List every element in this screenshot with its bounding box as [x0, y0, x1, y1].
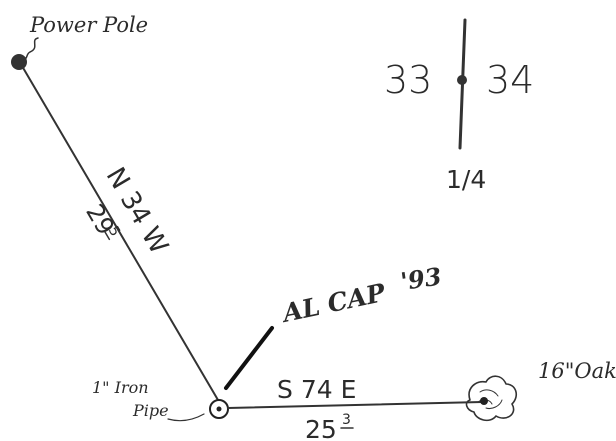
al-cap-annotation: AL CAP '93	[224, 262, 443, 390]
distance-se-label: 25	[305, 415, 337, 441]
pipe-label: Pipe	[132, 401, 169, 420]
al-cap-label: AL CAP	[278, 278, 389, 329]
section-corner-icon	[457, 75, 467, 85]
cap-year-label: '93	[399, 262, 443, 296]
line-to-oak	[227, 401, 483, 409]
quarter-label: 1/4	[446, 165, 486, 194]
power-pole-marker: Power Pole	[11, 13, 148, 70]
distance-se-frac: 3	[342, 412, 351, 428]
iron-pipe-marker: 1" Iron Pipe	[92, 378, 229, 422]
power-pole-icon	[11, 54, 27, 70]
power-pole-label: Power Pole	[29, 13, 148, 37]
nw-line-annotation: N 34 W 29 5	[80, 162, 173, 259]
cap-leader-line	[224, 326, 274, 390]
oak-tree-center	[480, 397, 488, 405]
section-33-label: 33	[384, 58, 432, 102]
section-34-label: 34	[486, 58, 534, 102]
distance-nw-underline	[104, 230, 111, 241]
pipe-leader-line	[167, 413, 205, 422]
iron-pipe-label: 1" Iron	[92, 378, 149, 397]
oak-tree-icon	[465, 375, 518, 422]
iron-pipe-center	[216, 406, 222, 412]
bearing-se-label: S 74 E	[277, 375, 356, 404]
oak-tree-marker: 16"Oak	[465, 359, 616, 422]
section-corner: 33 34 1/4	[384, 18, 534, 194]
pole-leader-line	[23, 37, 39, 61]
oak-label: 16"Oak	[538, 359, 616, 383]
line-to-power-pole	[21, 65, 219, 401]
